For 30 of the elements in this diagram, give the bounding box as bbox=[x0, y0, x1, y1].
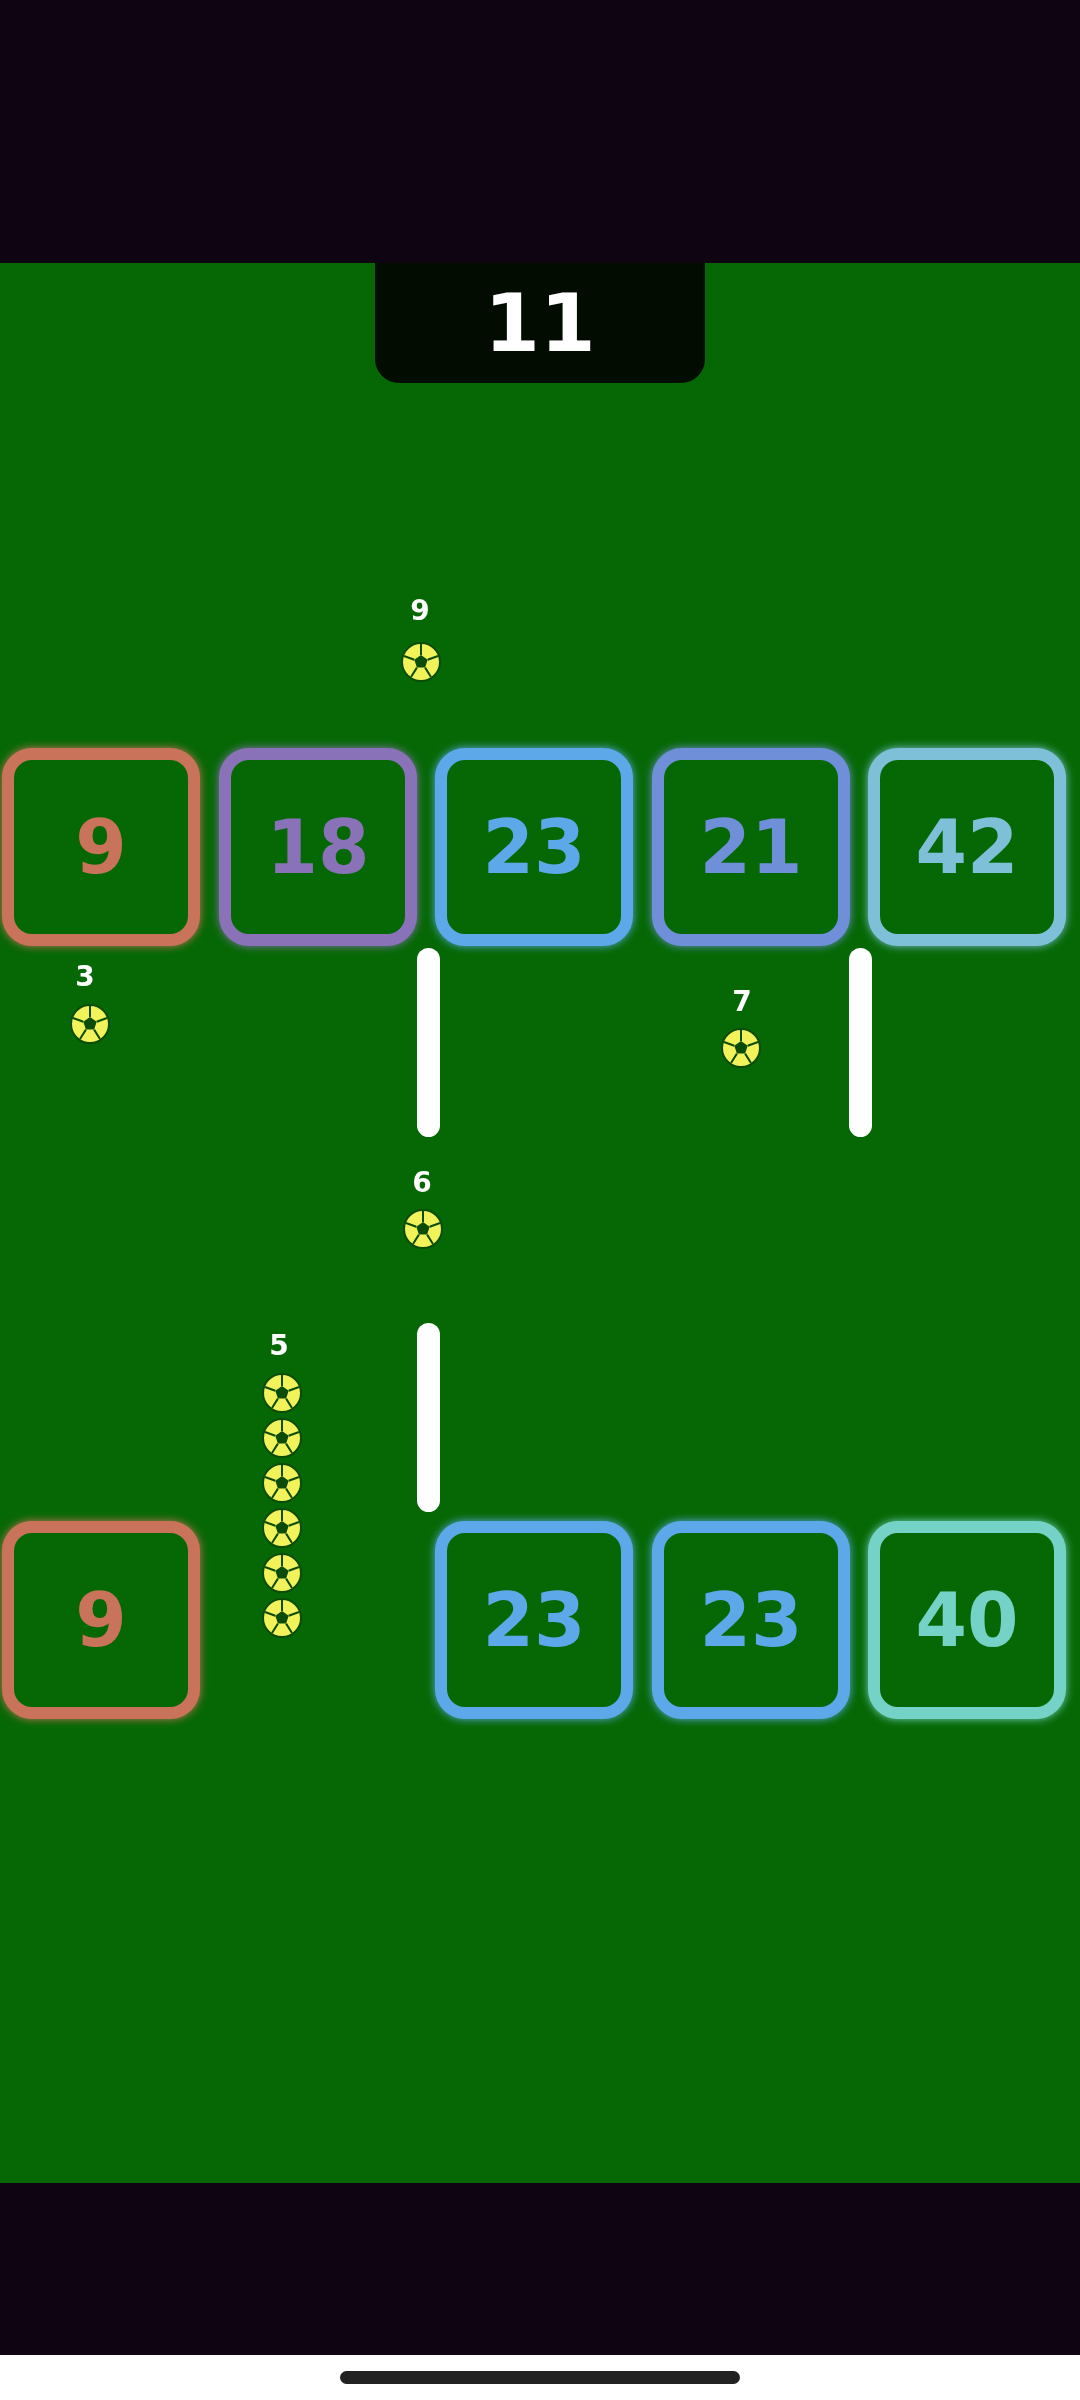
hit-count: 23 bbox=[699, 1577, 803, 1663]
hit-count: 42 bbox=[915, 804, 1019, 890]
ball-count: 9 bbox=[410, 594, 430, 627]
ball-count: 7 bbox=[732, 985, 752, 1018]
numbered-brick bbox=[435, 748, 633, 946]
hit-count: 18 bbox=[266, 804, 370, 890]
numbered-brick bbox=[652, 1521, 850, 1719]
numbered-brick bbox=[868, 748, 1066, 946]
ball-count: 6 bbox=[412, 1166, 432, 1199]
top-bar bbox=[0, 0, 1080, 263]
numbered-brick bbox=[2, 748, 200, 946]
hit-count: 23 bbox=[482, 1577, 586, 1663]
bottom-bar bbox=[0, 2183, 1080, 2355]
hit-count: 40 bbox=[915, 1577, 1019, 1663]
hit-count: 23 bbox=[482, 804, 586, 890]
numbered-brick bbox=[435, 1521, 633, 1719]
wall-bar bbox=[417, 948, 440, 1137]
hit-count: 9 bbox=[75, 1577, 127, 1663]
ball-count: 5 bbox=[269, 1329, 289, 1362]
ball-count: 3 bbox=[75, 960, 95, 993]
hit-count: 9 bbox=[75, 804, 127, 890]
score-panel bbox=[375, 263, 705, 383]
numbered-brick bbox=[219, 748, 417, 946]
wall-bar bbox=[849, 948, 872, 1137]
numbered-brick bbox=[652, 748, 850, 946]
score-value: 11 bbox=[484, 276, 596, 370]
numbered-brick bbox=[868, 1521, 1066, 1719]
hit-count: 21 bbox=[699, 804, 803, 890]
wall-bar bbox=[417, 1323, 440, 1512]
numbered-brick bbox=[2, 1521, 200, 1719]
